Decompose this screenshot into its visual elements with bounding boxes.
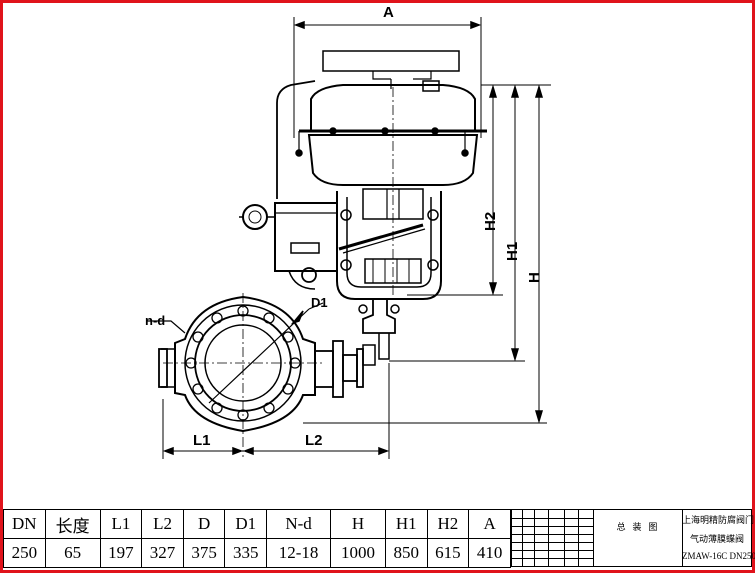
spec-header-cell: DN [3, 509, 46, 539]
spec-header-cell: 长度 [44, 509, 101, 539]
spec-value-cell: 375 [182, 538, 226, 568]
dimension-label-h: H [526, 272, 543, 283]
spec-header-cell: D [182, 509, 226, 539]
dimension-label-a: A [383, 4, 394, 21]
title-block: 总 装 图 上海明精防腐阀门 气动薄膜蝶阀 ZMAW-16C DN250 [511, 509, 755, 567]
dimension-label-h2: H2 [482, 212, 499, 231]
spec-header-row: DN 长度 L1 L2 D D1 N-d H H1 H2 A [3, 509, 511, 539]
spec-value-cell: 197 [99, 538, 143, 568]
spec-header-cell: H1 [384, 509, 428, 539]
product-name: 气动薄膜蝶阀 [689, 535, 744, 545]
dimension-label-h1: H1 [504, 242, 521, 261]
dimension-label-l2: L2 [305, 432, 323, 449]
spec-header-cell: L2 [141, 509, 184, 539]
spec-value-row: 250 65 197 327 375 335 12-18 1000 850 61… [3, 538, 511, 568]
spec-value-cell: 410 [468, 538, 511, 568]
spec-value-cell: 615 [426, 538, 470, 568]
spec-value-cell: 250 [3, 538, 46, 568]
dimension-label-n-d: n-d [145, 313, 165, 328]
drawing-title: 总 装 图 [616, 523, 660, 533]
title-block-revision-grid [512, 510, 593, 566]
specification-table: DN 长度 L1 L2 D D1 N-d H H1 H2 A 250 65 19… [3, 509, 511, 568]
spec-header-cell: D1 [224, 509, 268, 539]
spec-header-cell: H [330, 509, 386, 539]
spec-value-cell: 1000 [330, 538, 386, 568]
spec-value-cell: 65 [44, 538, 101, 568]
model-number: ZMAW-16C DN250 [682, 551, 755, 561]
spec-value-cell: 12-18 [266, 538, 331, 568]
spec-header-cell: N-d [266, 509, 331, 539]
spec-value-cell: 327 [141, 538, 184, 568]
spec-value-cell: 850 [384, 538, 428, 568]
spec-value-cell: 335 [224, 538, 268, 568]
valve-assembly-drawing: A H2 H1 H D1 n-d L1 L2 [145, 4, 551, 459]
title-block-center: 总 装 图 [593, 510, 683, 566]
spec-header-cell: H2 [426, 509, 470, 539]
dimension-label-l1: L1 [193, 432, 211, 449]
dimension-label-d1: D1 [311, 295, 328, 310]
spec-header-cell: A [468, 509, 511, 539]
title-block-info: 上海明精防腐阀门 气动薄膜蝶阀 ZMAW-16C DN250 [682, 510, 755, 566]
spec-header-cell: L1 [99, 509, 143, 539]
company-name: 上海明精防腐阀门 [682, 516, 755, 526]
